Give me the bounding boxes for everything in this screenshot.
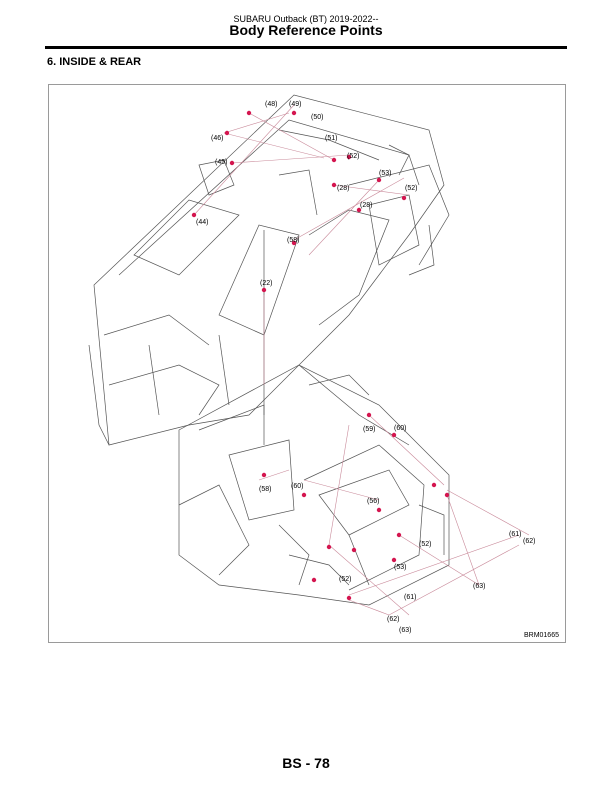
section-title: 6. INSIDE & REAR	[47, 56, 142, 68]
manual-subtitle: SUBARU Outback (BT) 2019-2022--	[233, 14, 379, 24]
callout-60-top: (60)	[394, 425, 406, 432]
callout-28-a: (28)	[337, 185, 349, 192]
callout-61-bottom: (61)	[404, 594, 416, 601]
rear-body-shell	[178, 364, 450, 606]
callout-labels: (48) (49) (50) (46) (51) (45) (52) (53) …	[196, 101, 535, 634]
callout-58-lower: (58)	[259, 486, 271, 493]
callout-63-right: (63)	[473, 583, 485, 590]
callout-44: (44)	[196, 219, 208, 226]
callout-22: (22)	[260, 280, 272, 287]
callout-46: (46)	[211, 135, 223, 142]
callout-59: (59)	[363, 426, 375, 433]
callout-52-rear: (52)	[419, 541, 431, 548]
callout-56: (56)	[367, 498, 379, 505]
callout-50: (50)	[311, 114, 323, 121]
callout-52-side: (52)	[405, 185, 417, 192]
measurement-lines	[193, 104, 530, 616]
body-diagram-figure: (48) (49) (50) (46) (51) (45) (52) (53) …	[48, 84, 566, 643]
callout-49: (49)	[289, 101, 301, 108]
callout-62-right: (62)	[523, 538, 535, 545]
callout-45: (45)	[215, 159, 227, 166]
callout-28-b: (28)	[360, 202, 372, 209]
reference-point-markers	[191, 110, 450, 601]
callout-63-bottom: (63)	[399, 627, 411, 634]
callout-62-bottom: (62)	[387, 616, 399, 623]
page-title: Body Reference Points	[229, 22, 383, 38]
callout-60-side: (60)	[291, 483, 303, 490]
callout-53-rear: (53)	[394, 564, 406, 571]
page-number: BS - 78	[282, 755, 330, 771]
callout-53-upper: (53)	[379, 170, 391, 177]
callout-52-upper: (52)	[347, 153, 359, 160]
callout-58-upper: (58)	[287, 237, 299, 244]
callout-48: (48)	[265, 101, 277, 108]
callout-52-bottom: (52)	[339, 576, 351, 583]
figure-reference-code: BRM01665	[523, 632, 559, 639]
header-rule	[45, 46, 567, 49]
body-diagram: (48) (49) (50) (46) (51) (45) (52) (53) …	[88, 94, 535, 634]
upper-body-shell	[88, 94, 450, 446]
callout-61-right: (61)	[509, 531, 521, 538]
callout-51: (51)	[325, 135, 337, 142]
